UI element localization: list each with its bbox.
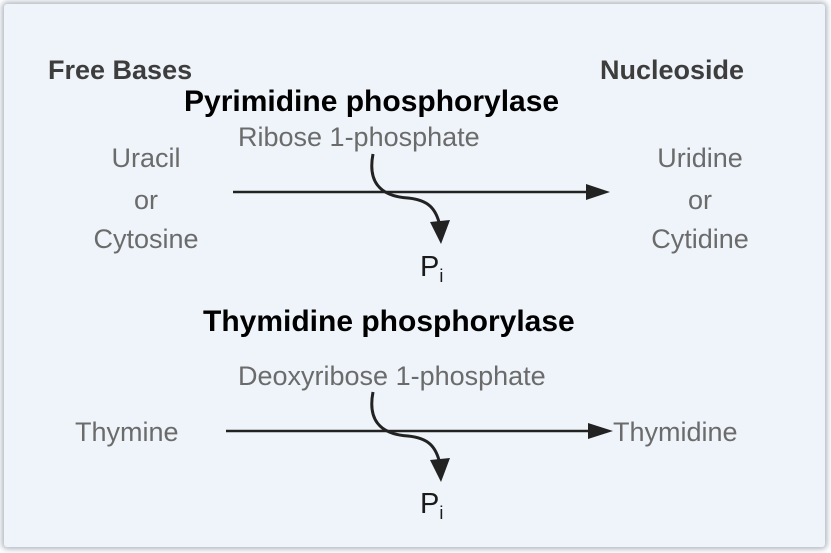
cosubstrate-deoxyribose-1-phosphate: Deoxyribose 1-phosphate xyxy=(238,361,546,391)
byproduct-pi-1: Pi xyxy=(420,251,444,286)
byproduct-pi-2: Pi xyxy=(420,488,444,523)
substrate-thymine: Thymine xyxy=(75,417,179,447)
product-line-3: Cytidine xyxy=(651,224,749,254)
enzyme-pyrimidine-phosphorylase: Pyrimidine phosphorylase xyxy=(184,85,560,118)
enzyme-thymidine-phosphorylase: Thymidine phosphorylase xyxy=(203,305,575,338)
curved-arrow-1 xyxy=(370,153,450,244)
curved-arrow-2 xyxy=(370,391,450,482)
product-line-2: or xyxy=(687,185,713,215)
product-thymidine: Thymidine xyxy=(613,417,738,447)
diagram-panel xyxy=(4,4,825,547)
cosubstrate-ribose-1-phosphate: Ribose 1-phosphate xyxy=(238,122,480,152)
substrate-line-1: Uracil xyxy=(111,143,181,173)
header-nucleoside: Nucleoside xyxy=(600,55,745,85)
header-free-bases: Free Bases xyxy=(48,55,193,85)
main-arrow-1 xyxy=(233,184,610,200)
substrate-line-2: or xyxy=(133,185,159,215)
substrate-line-3: Cytosine xyxy=(93,224,199,254)
main-arrow-2 xyxy=(226,423,613,439)
product-line-1: Uridine xyxy=(657,143,743,173)
